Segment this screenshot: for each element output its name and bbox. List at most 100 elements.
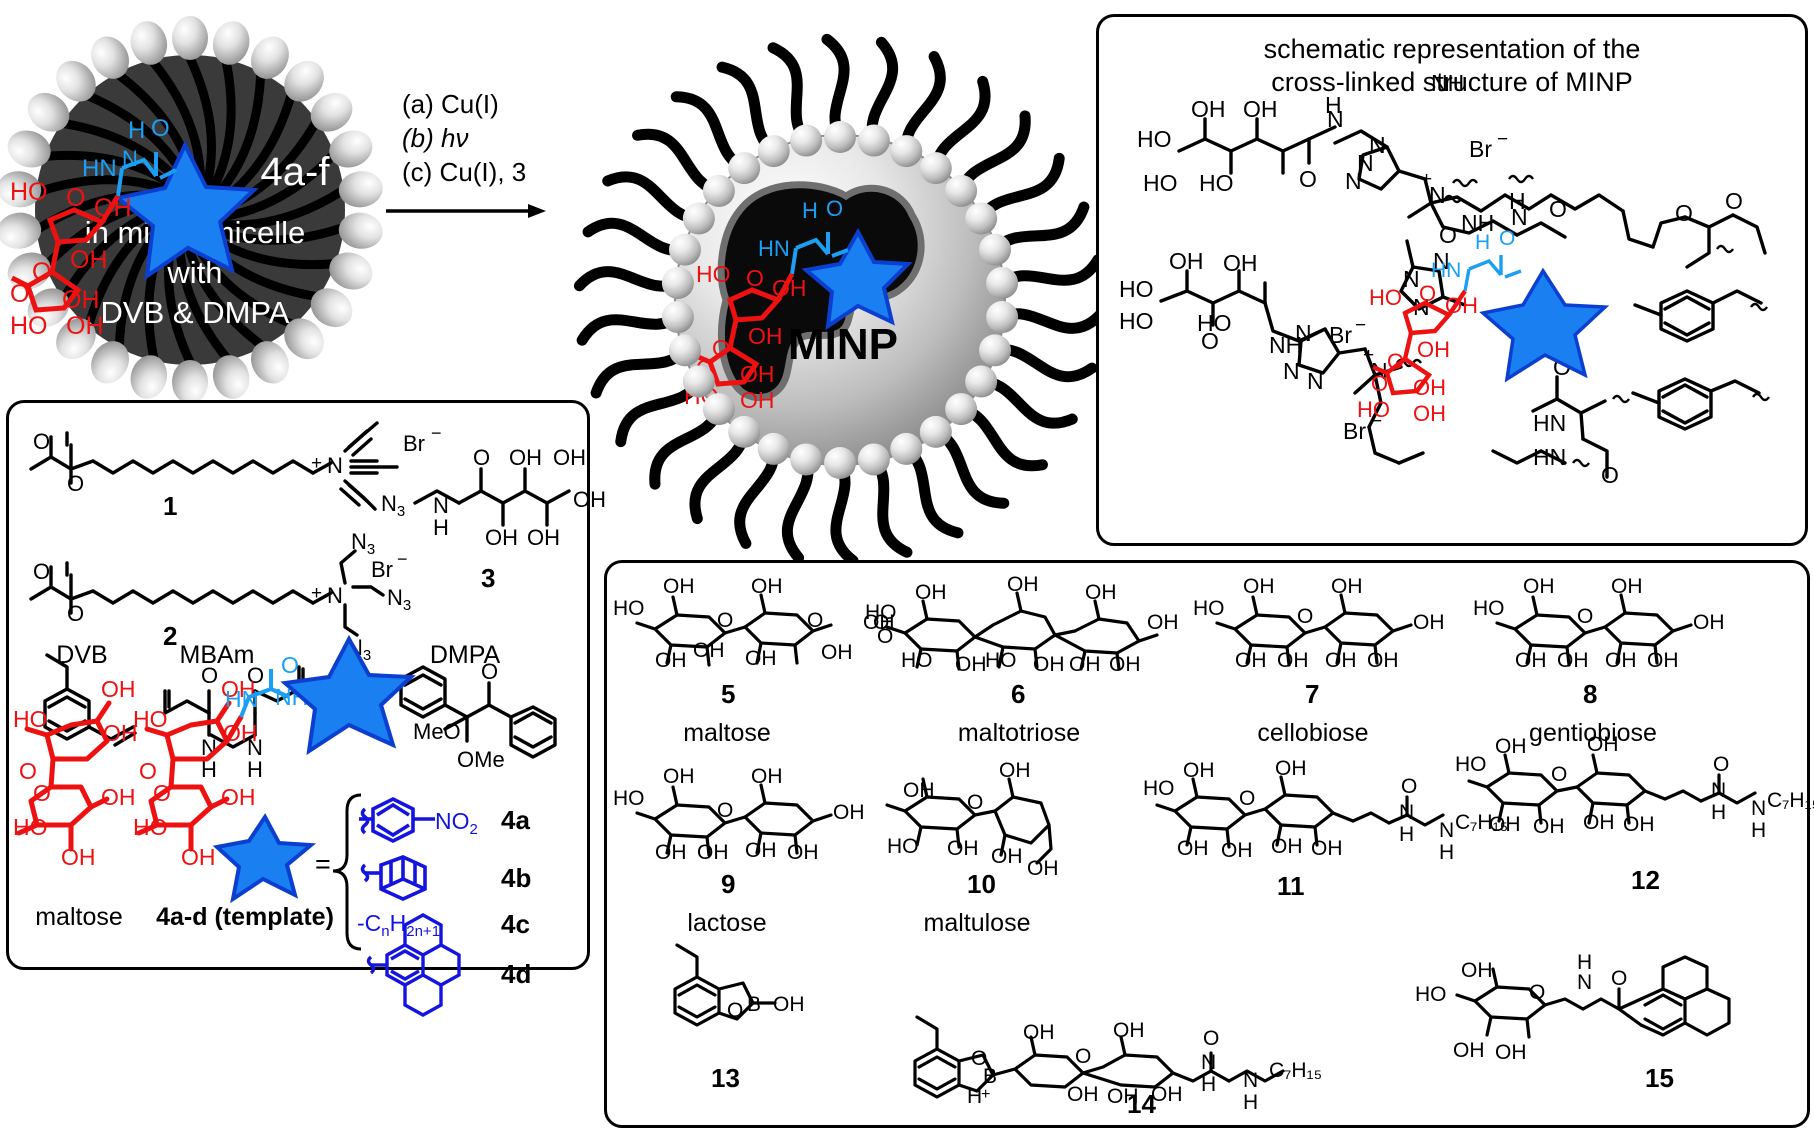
svg-text:OH: OH xyxy=(1533,815,1565,838)
condition-c: (c) Cu(I), 3 xyxy=(402,156,527,187)
svg-text:OH: OH xyxy=(745,839,777,862)
svg-text:O: O xyxy=(153,780,171,806)
svg-text:HO: HO xyxy=(1193,597,1225,620)
svg-text:OH: OH xyxy=(1445,293,1478,318)
svg-text:H: H xyxy=(1475,231,1490,254)
svg-text:O: O xyxy=(1611,967,1627,990)
svg-text:OH: OH xyxy=(655,841,687,864)
svg-text:HN: HN xyxy=(1533,444,1566,470)
svg-text:HO: HO xyxy=(887,835,919,858)
svg-text:OH: OH xyxy=(1023,1021,1055,1044)
svg-text:−: − xyxy=(1355,315,1366,336)
svg-text:O: O xyxy=(1203,1027,1219,1050)
svg-text:O: O xyxy=(1549,196,1567,222)
svg-text:O: O xyxy=(139,758,157,784)
svg-text:O: O xyxy=(967,791,983,814)
svg-text:OH: OH xyxy=(181,844,216,870)
svg-text:OH: OH xyxy=(1523,575,1555,598)
sugar-num-9: 9 xyxy=(721,869,735,899)
sugar-num-15: 15 xyxy=(1645,1063,1674,1093)
svg-text:Br: Br xyxy=(1329,322,1352,348)
svg-text:OH: OH xyxy=(1275,757,1307,780)
svg-text:OH: OH xyxy=(1557,649,1589,672)
svg-text:O: O xyxy=(1713,753,1729,776)
svg-text:OH: OH xyxy=(1221,839,1253,862)
svg-text:HN: HN xyxy=(1533,410,1566,436)
svg-text:OH: OH xyxy=(991,845,1023,868)
svg-text:OH: OH xyxy=(70,246,108,274)
reaction-conditions: (a) Cu(I) (b) hν (c) Cu(I), 3 xyxy=(402,88,552,189)
compound-1-label: 1 xyxy=(163,491,177,521)
svg-text:OH: OH xyxy=(1169,248,1204,274)
svg-text:OH: OH xyxy=(903,779,935,802)
svg-text:O: O xyxy=(712,335,730,361)
svg-text:O: O xyxy=(1201,328,1219,354)
svg-text:+: + xyxy=(1421,169,1432,190)
svg-text:OH: OH xyxy=(1311,837,1343,860)
svg-text:N: N xyxy=(1399,801,1414,824)
template-structures: OH HO OH O HO OH OH O xyxy=(13,634,583,1017)
sugar-name-lactose: lactose xyxy=(687,909,766,937)
sugar-num-5: 5 xyxy=(721,679,735,709)
svg-text:OH: OH xyxy=(1325,649,1357,672)
svg-text:HO: HO xyxy=(1197,310,1232,336)
monomer-panel: O O N + Br − 1 O O N + xyxy=(6,400,606,1017)
acyl-chain-12: C₇H₁₅ xyxy=(1767,789,1814,812)
svg-text:OH: OH xyxy=(1107,1085,1139,1108)
svg-text:H: H xyxy=(1399,823,1414,846)
svg-text:O: O xyxy=(473,445,490,470)
svg-text:O: O xyxy=(66,184,85,212)
svg-text:OH: OH xyxy=(1413,611,1445,634)
svg-text:O: O xyxy=(151,115,170,142)
minp-nanoparticle: H O HN HO O OH OH O O OH HO OH xyxy=(540,0,1107,567)
svg-text:OH: OH xyxy=(1109,653,1141,676)
svg-text:N: N xyxy=(1433,248,1450,274)
equals-sign: = xyxy=(315,849,331,879)
svg-text:Br: Br xyxy=(403,431,425,456)
svg-text:NH: NH xyxy=(1269,332,1302,358)
svg-text:+: + xyxy=(311,583,322,604)
sugar-num-8: 8 xyxy=(1583,679,1597,709)
svg-text:OH: OH xyxy=(573,487,606,512)
svg-text:H: H xyxy=(1439,841,1454,864)
svg-text:OH: OH xyxy=(1147,611,1179,634)
svg-text:O: O xyxy=(1299,166,1317,192)
svg-text:HO: HO xyxy=(1143,777,1175,800)
svg-text:OH: OH xyxy=(1693,611,1725,634)
acyl-chain-14: C₇H₁₅ xyxy=(1269,1059,1322,1082)
svg-text:O: O xyxy=(1551,763,1567,786)
svg-text:OH: OH xyxy=(1495,735,1527,758)
svg-text:N: N xyxy=(1327,106,1344,132)
svg-text:HO: HO xyxy=(13,706,48,732)
svg-text:B: B xyxy=(747,993,761,1016)
svg-text:+: + xyxy=(1363,345,1374,366)
svg-text:OH: OH xyxy=(740,361,775,387)
svg-text:OH: OH xyxy=(1587,733,1619,756)
svg-text:OH: OH xyxy=(1331,575,1363,598)
svg-text:OH: OH xyxy=(1495,1041,1527,1064)
svg-text:OH: OH xyxy=(773,993,805,1016)
svg-text:OH: OH xyxy=(1367,649,1399,672)
svg-text:N: N xyxy=(1201,1051,1216,1074)
svg-text:HN: HN xyxy=(758,236,790,261)
svg-text:OH: OH xyxy=(663,575,695,598)
svg-text:OH: OH xyxy=(999,759,1031,782)
svg-text:OH: OH xyxy=(751,575,783,598)
sugar-num-10: 10 xyxy=(967,869,996,899)
svg-text:-CnH2n+1: -CnH2n+1 xyxy=(357,910,440,940)
svg-text:H: H xyxy=(1751,819,1766,842)
svg-text:OH: OH xyxy=(787,841,819,864)
micelle-text-line3: DVB & DMPA xyxy=(100,295,290,330)
svg-text:OH: OH xyxy=(1583,811,1615,834)
svg-text:N: N xyxy=(1429,182,1446,208)
substituent-4d-label: 4d xyxy=(501,959,531,989)
schematic-title-line2: cross-linked structure of MINP xyxy=(1271,66,1633,97)
svg-text:O: O xyxy=(1499,227,1515,250)
svg-text:O: O xyxy=(826,196,843,221)
svg-text:HO: HO xyxy=(1357,397,1390,422)
svg-text:HO: HO xyxy=(10,312,48,340)
dmpa-label: DMPA xyxy=(429,641,501,669)
template-name-label: 4a-d (template) xyxy=(156,903,334,931)
svg-text:HO: HO xyxy=(985,649,1017,672)
svg-text:N: N xyxy=(1577,971,1592,994)
